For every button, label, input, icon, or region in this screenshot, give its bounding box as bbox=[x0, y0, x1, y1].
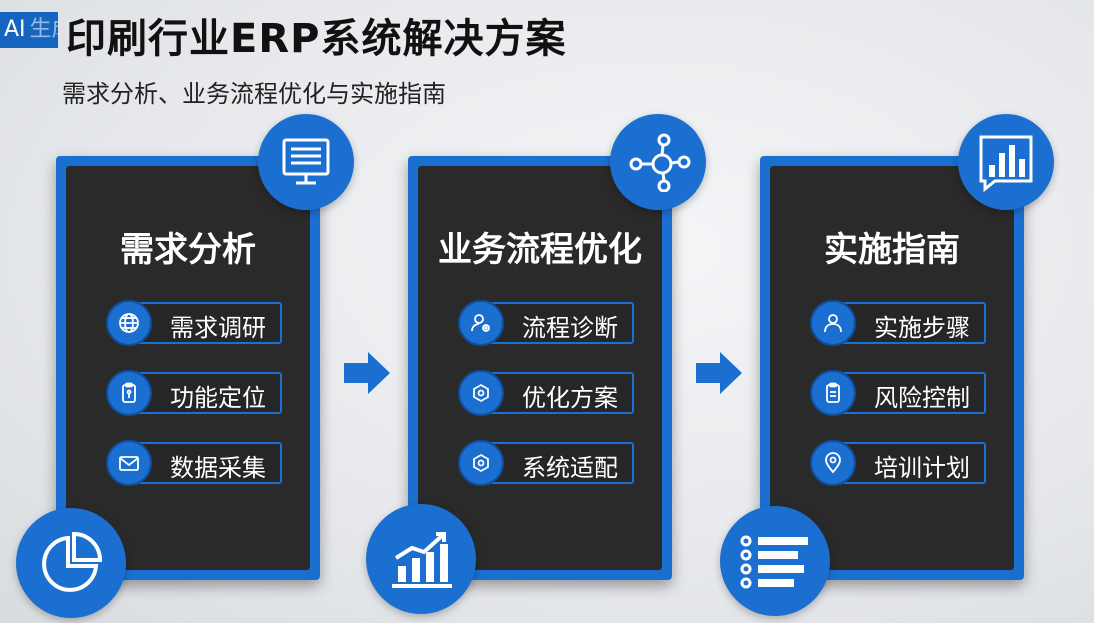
hexagon-icon bbox=[458, 440, 504, 486]
person-icon bbox=[810, 300, 856, 346]
item-label: 系统适配 bbox=[522, 454, 618, 482]
page-subtitle: 需求分析、业务流程优化与实施指南 bbox=[62, 80, 446, 108]
hexagon-icon bbox=[458, 370, 504, 416]
clipboard-icon bbox=[106, 370, 152, 416]
checklist-icon bbox=[810, 370, 856, 416]
page-title: 印刷行业ERP系统解决方案 bbox=[66, 16, 567, 62]
arrow-right-icon bbox=[344, 352, 390, 394]
item-label: 优化方案 bbox=[522, 384, 618, 412]
item-label: 风险控制 bbox=[874, 384, 970, 412]
card-requirements-analysis: 需求分析 需求调研 功能定位 数据采集 bbox=[56, 156, 320, 580]
item-label: 流程诊断 bbox=[522, 314, 618, 342]
location-pin-icon bbox=[810, 440, 856, 486]
list-item[interactable]: 数据采集 bbox=[106, 440, 282, 486]
growth-chart-icon bbox=[366, 504, 476, 614]
list-item[interactable]: 实施步骤 bbox=[810, 300, 986, 346]
user-gear-icon bbox=[458, 300, 504, 346]
arrow-right-icon bbox=[696, 352, 742, 394]
item-label: 数据采集 bbox=[170, 454, 266, 482]
card-title: 业务流程优化 bbox=[438, 230, 642, 270]
list-item[interactable]: 风险控制 bbox=[810, 370, 986, 416]
list-icon bbox=[720, 506, 830, 616]
card-title: 实施指南 bbox=[824, 230, 960, 270]
pie-chart-icon bbox=[16, 508, 126, 618]
list-item[interactable]: 需求调研 bbox=[106, 300, 282, 346]
monitor-icon bbox=[258, 114, 354, 210]
card-implementation-guide: 实施指南 实施步骤 风险控制 培训计划 bbox=[760, 156, 1024, 580]
item-label: 培训计划 bbox=[874, 454, 970, 482]
mail-icon bbox=[106, 440, 152, 486]
item-label: 功能定位 bbox=[170, 384, 266, 412]
list-item[interactable]: 流程诊断 bbox=[458, 300, 634, 346]
list-item[interactable]: 功能定位 bbox=[106, 370, 282, 416]
item-label: 实施步骤 bbox=[874, 314, 970, 342]
ai-logo: AI生成 bbox=[0, 12, 58, 48]
list-item[interactable]: 系统适配 bbox=[458, 440, 634, 486]
list-item[interactable]: 优化方案 bbox=[458, 370, 634, 416]
card-title: 需求分析 bbox=[120, 230, 256, 270]
globe-icon bbox=[106, 300, 152, 346]
card-process-optimization: 业务流程优化 流程诊断 优化方案 系统适配 bbox=[408, 156, 672, 580]
network-icon bbox=[610, 114, 706, 210]
bar-chart-icon bbox=[958, 114, 1054, 210]
item-label: 需求调研 bbox=[170, 314, 266, 342]
list-item[interactable]: 培训计划 bbox=[810, 440, 986, 486]
